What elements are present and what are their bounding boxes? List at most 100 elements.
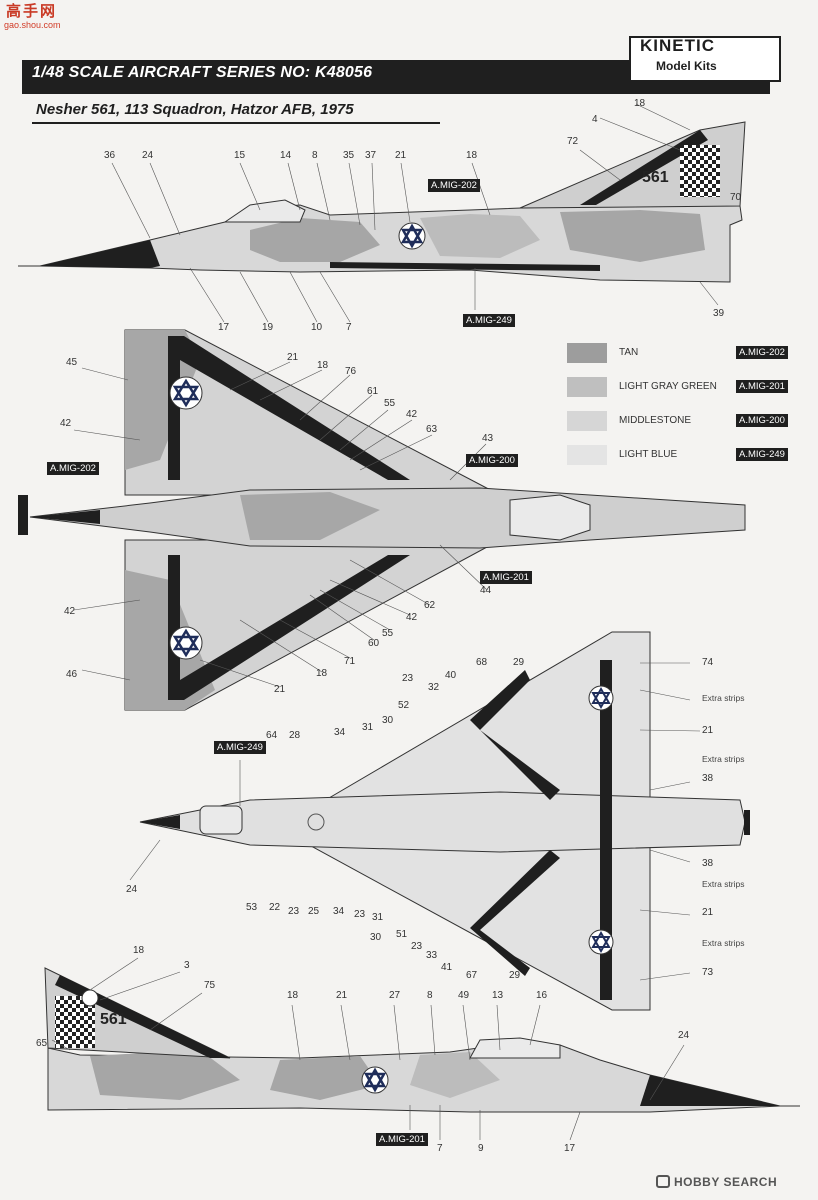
decal-callout-number: 38 [702,858,714,869]
decal-callout-number: 34 [333,906,345,917]
decal-callout-number: 19 [262,322,274,333]
decal-callout-number: 7 [437,1143,443,1154]
decal-callout-number: 17 [218,322,230,333]
hobby-search-icon [656,1175,670,1188]
tail-number-top: 561 [642,169,669,186]
extra-strips-label: Extra strips [702,938,745,948]
decal-callout-number: 18 [634,98,646,109]
decal-callout-number: 34 [334,727,346,738]
decal-callout-number: 23 [411,941,423,952]
decal-callout-number: 71 [344,656,356,667]
decal-callout-number: 41 [441,962,453,973]
decal-callout-number: 33 [426,950,438,961]
decal-callout-number: 16 [536,990,548,1001]
decal-callout-number: 28 [289,730,301,741]
decal-callout-number: 23 [354,909,366,920]
legend-color-name: MIDDLESTONE [619,415,692,426]
decal-callout-number: 23 [402,673,414,684]
decal-callout-number: 30 [370,932,382,943]
legend-color-code: A.MIG-249 [736,448,788,461]
decal-callout-number: 61 [367,386,379,397]
decal-callout-number: 70 [730,192,742,203]
decal-callout-number: 76 [345,366,357,377]
legend-swatch [567,411,607,431]
decal-callout-number: 7 [346,322,352,333]
decal-callout-number: 42 [64,606,76,617]
decal-callout-number: 52 [398,700,410,711]
decal-callout-number: 21 [336,990,348,1001]
decal-callout-number: 64 [266,730,278,741]
side-view-left: 561 [18,103,746,323]
paint-code-label: A.MIG-201 [376,1133,428,1146]
paint-code-label: A.MIG-249 [463,314,515,327]
decal-callout-number: 30 [382,715,394,726]
subtitle-underline [32,122,440,124]
brand-sub: Model Kits [656,59,717,73]
decal-callout-number: 62 [424,600,436,611]
legend-swatch [567,377,607,397]
decal-callout-number: 8 [427,990,433,1001]
decal-callout-number: 55 [384,398,396,409]
decal-callout-number: 22 [269,902,281,913]
plan-view-top [18,329,746,711]
watermark-url: gao.shou.com [4,20,61,30]
paint-code-label: A.MIG-200 [466,454,518,467]
decal-callout-number: 38 [702,773,714,784]
decal-callout-number: 15 [234,150,246,161]
decal-callout-number: 24 [142,150,154,161]
decal-callout-number: 21 [274,684,286,695]
legend-color-code: A.MIG-200 [736,414,788,427]
decal-callout-number: 3 [184,960,190,971]
decal-callout-number: 65 [36,1038,48,1049]
decal-callout-number: 18 [133,945,145,956]
decal-callout-number: 68 [476,657,488,668]
decal-callout-number: 37 [365,150,377,161]
legend-color-name: TAN [619,347,639,358]
paint-code-label: A.MIG-249 [214,741,266,754]
decal-callout-number: 24 [678,1030,690,1041]
decal-callout-number: 29 [509,970,521,981]
decal-callout-number: 31 [362,722,374,733]
brand-name: KINETIC [640,36,715,55]
legend-color-name: LIGHT BLUE [619,449,678,460]
decal-callout-number: 21 [702,725,714,736]
decal-callout-number: 10 [311,322,323,333]
decal-callout-number: 18 [466,150,478,161]
side-view-right: 561 [44,957,800,1141]
extra-strips-label: Extra strips [702,693,745,703]
decal-callout-number: 40 [445,670,457,681]
decal-callout-number: 42 [406,612,418,623]
decal-callout-number: 32 [428,682,440,693]
decal-callout-number: 74 [702,657,714,668]
legend-color-code: A.MIG-202 [736,346,788,359]
watermark: 高手网 gao.shou.com [0,0,150,32]
decal-callout-number: 18 [316,668,328,679]
decal-callout-number: 17 [564,1143,576,1154]
legend-swatch [567,343,607,363]
legend-color-name: LIGHT GRAY GREEN [619,381,717,392]
decal-callout-number: 4 [592,114,598,125]
decal-callout-number: 43 [482,433,494,444]
decal-callout-number: 21 [702,907,714,918]
decal-callout-number: 53 [246,902,258,913]
extra-strips-label: Extra strips [702,879,745,889]
scheme-subtitle: Nesher 561, 113 Squadron, Hatzor AFB, 19… [36,101,354,118]
extra-strips-label: Extra strips [702,754,745,764]
decal-callout-number: 9 [478,1143,484,1154]
decal-callout-number: 21 [287,352,299,363]
paint-code-label: A.MIG-202 [47,462,99,475]
decal-callout-number: 55 [382,628,394,639]
decal-callout-number: 60 [368,638,380,649]
decal-callout-number: 73 [702,967,714,978]
paint-code-label: A.MIG-202 [428,179,480,192]
decal-callout-number: 67 [466,970,478,981]
decal-callout-number: 21 [395,150,407,161]
brand-logo [629,36,781,82]
decal-callout-number: 36 [104,150,116,161]
decal-callout-number: 44 [480,585,492,596]
decal-callout-number: 51 [396,929,408,940]
decal-callout-number: 45 [66,357,78,368]
page-title: 1/48 SCALE AIRCRAFT SERIES NO: K48056 [32,64,373,81]
decal-callout-number: 18 [317,360,329,371]
